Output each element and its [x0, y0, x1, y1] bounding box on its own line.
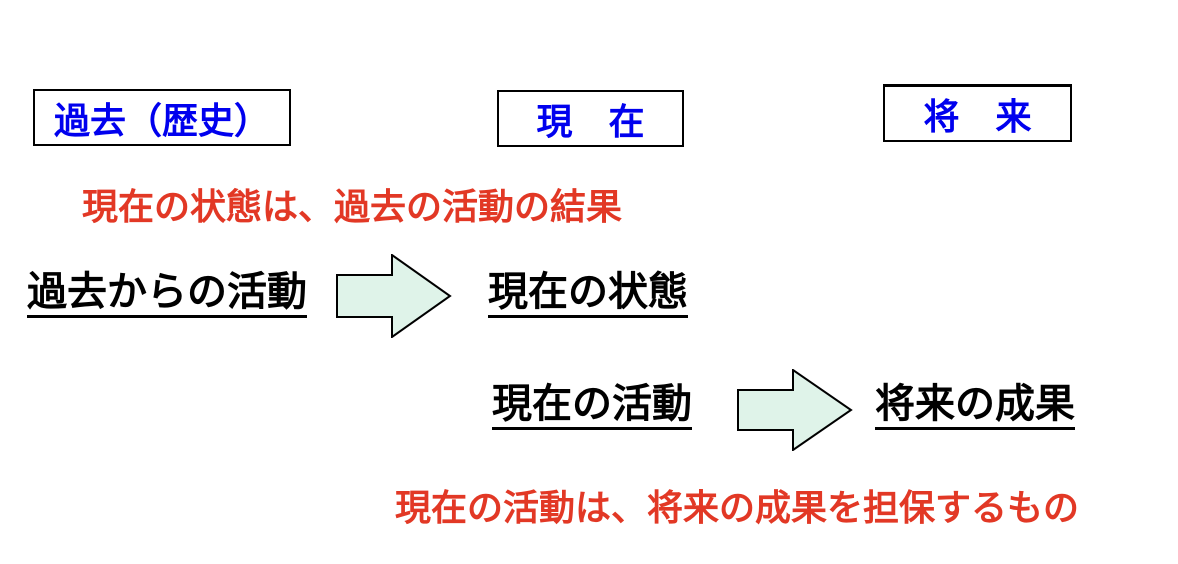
timeline-box-present-label: 現 在 — [536, 100, 645, 142]
flow1-source-label: 過去からの活動 — [27, 272, 307, 318]
timeline-box-future-label: 将 来 — [923, 95, 1032, 137]
block-arrow-right-shape — [336, 254, 452, 338]
block-arrow-right-icon — [336, 254, 452, 338]
block-arrow-right-shape — [737, 369, 853, 451]
timeline-box-future: 将 来 — [883, 84, 1072, 142]
flow2-target-label: 将来の成果 — [875, 384, 1075, 430]
flow1-target-label: 現在の状態 — [488, 272, 688, 318]
block-arrow-right-icon — [737, 369, 853, 451]
timeline-box-past: 過去（歴史） — [33, 89, 291, 146]
timeline-box-past-label: 過去（歴史） — [53, 99, 270, 141]
timeline-box-present: 現 在 — [497, 90, 684, 147]
flow2-source-label: 現在の活動 — [492, 384, 692, 430]
note-top: 現在の状態は、過去の活動の結果 — [82, 186, 623, 227]
note-bottom: 現在の活動は、将来の成果を担保するもの — [395, 487, 1080, 528]
